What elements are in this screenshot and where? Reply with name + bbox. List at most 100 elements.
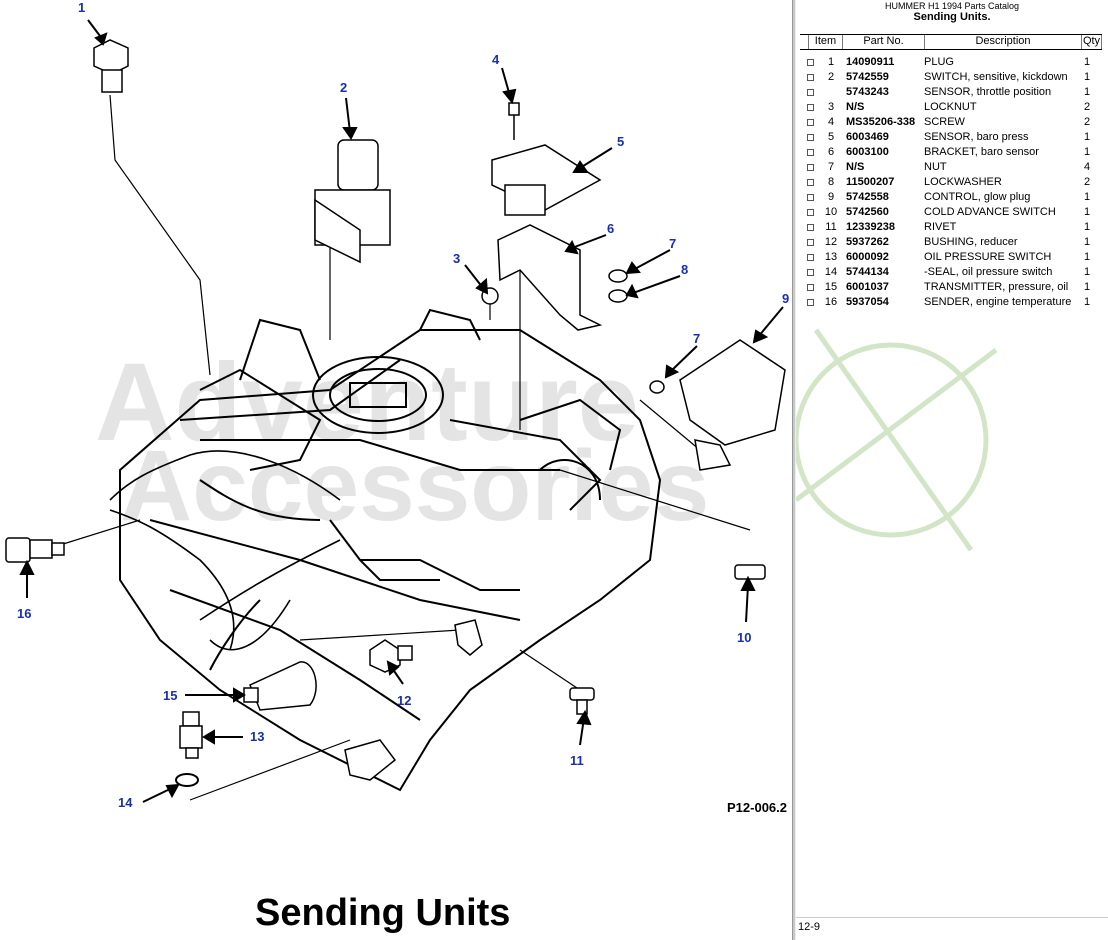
callout-13: 13 xyxy=(250,729,265,744)
row-item: 8 xyxy=(827,176,835,188)
catalog-name: HUMMER H1 1994 Parts Catalog xyxy=(884,1,1020,11)
row-checkbox[interactable] xyxy=(800,194,820,201)
engine-block xyxy=(119,308,662,792)
row-part-no: 12339238 xyxy=(846,221,895,233)
row-description: SENSOR, baro press xyxy=(924,131,1029,143)
row-item: 7 xyxy=(827,161,835,173)
row-checkbox[interactable] xyxy=(800,224,820,231)
row-description: PLUG xyxy=(924,56,954,68)
row-item: 14 xyxy=(824,266,838,278)
row-qty: 1 xyxy=(1084,296,1091,308)
row-description: SENDER, engine temperature xyxy=(924,296,1072,308)
row-checkbox[interactable] xyxy=(800,74,820,81)
row-qty: 2 xyxy=(1084,116,1091,128)
row-part-no: 5937054 xyxy=(846,296,889,308)
pane-splitter[interactable] xyxy=(792,0,796,940)
row-description: RIVET xyxy=(924,221,957,233)
row-qty: 1 xyxy=(1084,56,1091,68)
leader-lines xyxy=(59,94,751,801)
row-qty: 1 xyxy=(1084,236,1091,248)
part-screw xyxy=(508,102,520,140)
callout-16: 16 xyxy=(17,606,32,621)
row-qty: 1 xyxy=(1084,281,1091,293)
row-qty: 1 xyxy=(1084,206,1091,218)
row-checkbox[interactable] xyxy=(800,299,820,306)
row-item: 13 xyxy=(824,251,838,263)
row-checkbox[interactable] xyxy=(800,119,820,126)
page-number: 12-9 xyxy=(798,921,821,933)
row-checkbox[interactable] xyxy=(800,254,820,261)
row-qty: 2 xyxy=(1084,176,1091,188)
row-checkbox[interactable] xyxy=(800,269,820,276)
callout-10: 10 xyxy=(737,630,752,645)
svg-text:Adventure: Adventure xyxy=(95,341,639,464)
header-checkbox-col xyxy=(800,35,808,49)
header-part-no[interactable]: Part No. xyxy=(842,35,924,49)
row-qty: 1 xyxy=(1084,191,1091,203)
header-qty[interactable]: Qty xyxy=(1081,35,1102,49)
row-description: SENSOR, throttle position xyxy=(924,86,1052,98)
parts-list-pane: HUMMER H1 1994 Parts Catalog Sending Uni… xyxy=(796,0,1108,940)
callout-7: 7 xyxy=(669,236,677,251)
row-item: 4 xyxy=(827,116,835,128)
callout-4: 4 xyxy=(492,52,500,67)
row-item: 16 xyxy=(824,296,838,308)
row-checkbox[interactable] xyxy=(800,239,820,246)
row-qty: 4 xyxy=(1084,161,1091,173)
header-item[interactable]: Item xyxy=(808,35,842,49)
row-part-no: 5742559 xyxy=(846,71,889,83)
row-qty: 2 xyxy=(1084,101,1091,113)
row-checkbox[interactable] xyxy=(800,59,820,66)
row-checkbox[interactable] xyxy=(800,164,820,171)
row-description: LOCKNUT xyxy=(924,101,977,113)
row-part-no: 11500207 xyxy=(846,176,895,188)
part-cold-advance-switch xyxy=(734,564,766,580)
callout-7b: 7 xyxy=(693,331,701,346)
row-qty: 1 xyxy=(1084,221,1091,233)
row-checkbox[interactable] xyxy=(800,89,820,96)
row-checkbox[interactable] xyxy=(800,179,820,186)
callout-14: 14 xyxy=(118,795,133,810)
compass-watermark xyxy=(796,328,998,552)
row-description: -SEAL, oil pressure switch xyxy=(924,266,1053,278)
row-part-no: 5744134 xyxy=(846,266,889,278)
row-item: 10 xyxy=(824,206,838,218)
callout-3: 3 xyxy=(453,251,461,266)
table-row[interactable]: 16 5937054 SENDER, engine temperature 1 xyxy=(800,295,1102,310)
part-baro-sensor xyxy=(491,144,602,216)
row-qty: 1 xyxy=(1084,86,1091,98)
callout-8: 8 xyxy=(681,262,689,277)
row-checkbox[interactable] xyxy=(800,134,820,141)
row-description: BUSHING, reducer xyxy=(924,236,1018,248)
row-part-no: N/S xyxy=(846,101,865,113)
row-item: 1 xyxy=(827,56,835,68)
header-description[interactable]: Description xyxy=(924,35,1081,49)
row-checkbox[interactable] xyxy=(800,149,820,156)
table-header: Item Part No. Description Qty xyxy=(800,34,1102,50)
row-checkbox[interactable] xyxy=(800,284,820,291)
row-checkbox[interactable] xyxy=(800,104,820,111)
part-temp-sender xyxy=(5,537,65,563)
row-checkbox[interactable] xyxy=(800,209,820,216)
figure-caption: Sending Units xyxy=(255,892,511,934)
row-description: NUT xyxy=(924,161,947,173)
figure-reference: P12-006.2 xyxy=(727,800,787,815)
wiring-harness xyxy=(109,450,341,651)
callout-9: 9 xyxy=(782,291,790,306)
